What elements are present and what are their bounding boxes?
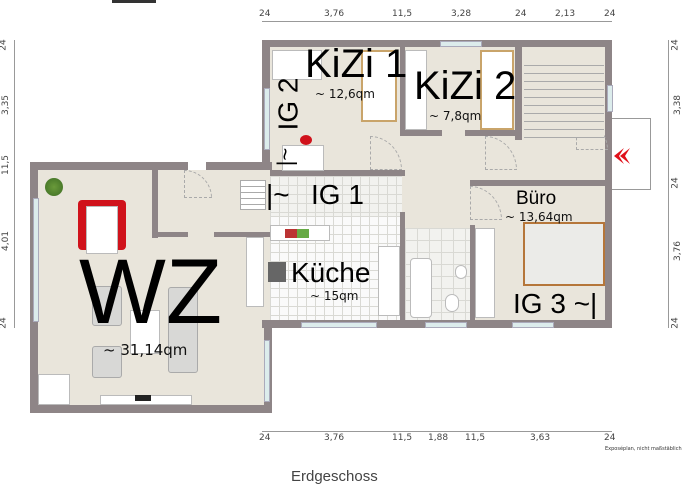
bathtub bbox=[410, 258, 432, 318]
wardrobe bbox=[475, 228, 495, 318]
dim-bottom-6: 24 bbox=[604, 433, 616, 443]
dim-left-3: 4,01 bbox=[1, 230, 12, 252]
wall bbox=[470, 180, 612, 186]
window bbox=[264, 340, 270, 402]
dim-bottom-3: 1,88 bbox=[428, 433, 449, 443]
room-area-kizi1: ~ 12,6qm bbox=[315, 87, 375, 101]
wall bbox=[270, 170, 405, 176]
dimension-line-bottom bbox=[262, 431, 612, 432]
counter bbox=[378, 246, 400, 316]
stairs-icon bbox=[524, 58, 604, 138]
room-label-wz: WZ bbox=[79, 241, 223, 343]
wall bbox=[30, 405, 272, 413]
window bbox=[607, 85, 613, 112]
desk bbox=[282, 145, 324, 171]
stairs-icon bbox=[240, 180, 266, 210]
double-bed bbox=[523, 222, 605, 286]
dining-table bbox=[86, 206, 118, 254]
room-area-kizi2: ~ 7,8qm bbox=[429, 109, 482, 123]
floor-title: Erdgeschoss bbox=[291, 468, 378, 485]
stove bbox=[268, 262, 286, 282]
entrance-outline bbox=[612, 118, 651, 190]
room-label-kizi1: KiZi 1 bbox=[305, 42, 408, 86]
dim-left-0: 24 bbox=[0, 39, 9, 51]
armchair bbox=[92, 346, 122, 378]
dim-bottom-4: 11,5 bbox=[465, 433, 486, 443]
wall bbox=[152, 232, 188, 237]
dim-right-3: 3,76 bbox=[673, 240, 684, 262]
tv bbox=[135, 395, 151, 401]
wall bbox=[30, 162, 272, 170]
scale-note: Exposéplan, nicht maßstäblich bbox=[605, 446, 682, 452]
wall bbox=[400, 46, 405, 136]
sink bbox=[455, 265, 467, 279]
dim-right-1: 3,38 bbox=[673, 94, 684, 116]
window bbox=[512, 322, 554, 328]
wall bbox=[152, 168, 158, 238]
wall bbox=[214, 232, 270, 237]
armchair bbox=[92, 286, 122, 326]
wardrobe bbox=[405, 50, 427, 130]
dim-top-0: 24 bbox=[259, 9, 271, 19]
coffee-table bbox=[130, 310, 160, 354]
ig1-marker: |~ bbox=[266, 179, 290, 210]
dim-left-1: 3,35 bbox=[1, 94, 12, 116]
dim-top-1: 3,76 bbox=[324, 9, 345, 19]
ig1-floor bbox=[270, 176, 402, 216]
top-bar bbox=[112, 0, 156, 3]
dim-left-2: 11,5 bbox=[1, 154, 12, 176]
room-label-ig3: IG 3 ~| bbox=[513, 288, 598, 319]
dimension-line-top bbox=[262, 21, 612, 22]
cabinet bbox=[246, 237, 264, 307]
dim-top-5: 2,13 bbox=[555, 9, 576, 19]
wall bbox=[400, 212, 405, 322]
dim-right-0: 24 bbox=[670, 39, 681, 51]
dim-bottom-1: 3,76 bbox=[324, 433, 345, 443]
cooktop bbox=[285, 229, 309, 238]
room-area-wz: ~ 31,14qm bbox=[103, 341, 188, 359]
entrance-arrow-icon bbox=[614, 148, 630, 164]
dim-bottom-0: 24 bbox=[259, 433, 271, 443]
bed bbox=[480, 50, 514, 130]
wall bbox=[515, 46, 522, 140]
room-area-kueche: ~ 15qm bbox=[310, 289, 359, 303]
bed bbox=[361, 50, 397, 122]
dim-top-2: 11,5 bbox=[392, 9, 413, 19]
chair bbox=[300, 135, 312, 145]
room-label-kizi2: KiZi 2 bbox=[414, 64, 517, 108]
dim-top-6: 24 bbox=[604, 9, 616, 19]
corner-cabinet bbox=[38, 374, 70, 405]
dim-bottom-5: 3,63 bbox=[530, 433, 551, 443]
window bbox=[440, 41, 482, 47]
window bbox=[301, 322, 377, 328]
window bbox=[33, 198, 39, 322]
dim-left-4: 24 bbox=[0, 317, 9, 329]
room-area-buero: ~ 13,64qm bbox=[505, 210, 573, 224]
door-gap bbox=[188, 162, 206, 170]
dim-right-4: 24 bbox=[670, 317, 681, 329]
dim-top-4: 24 bbox=[515, 9, 527, 19]
toilet bbox=[445, 294, 459, 312]
wall bbox=[400, 130, 442, 136]
ig2-marker: |~ bbox=[272, 147, 298, 167]
window bbox=[425, 322, 467, 328]
dim-right-2: 24 bbox=[670, 177, 681, 189]
room-label-buero: Büro bbox=[516, 188, 557, 209]
wardrobe bbox=[272, 50, 322, 80]
dimension-line-left bbox=[14, 40, 15, 328]
room-label-ig1: IG 1 bbox=[311, 179, 364, 210]
dimension-line-right bbox=[668, 40, 669, 328]
plant-icon bbox=[45, 178, 63, 196]
room-label-kueche: Küche bbox=[291, 257, 371, 288]
wz-floor bbox=[30, 162, 272, 412]
wall bbox=[465, 130, 522, 136]
wall bbox=[262, 40, 612, 47]
dim-bottom-2: 11,5 bbox=[392, 433, 413, 443]
room-label-ig2: IG 2 bbox=[272, 77, 304, 131]
sofa bbox=[168, 287, 198, 373]
wall bbox=[470, 225, 475, 322]
dim-top-3: 3,28 bbox=[451, 9, 472, 19]
window bbox=[264, 88, 270, 150]
